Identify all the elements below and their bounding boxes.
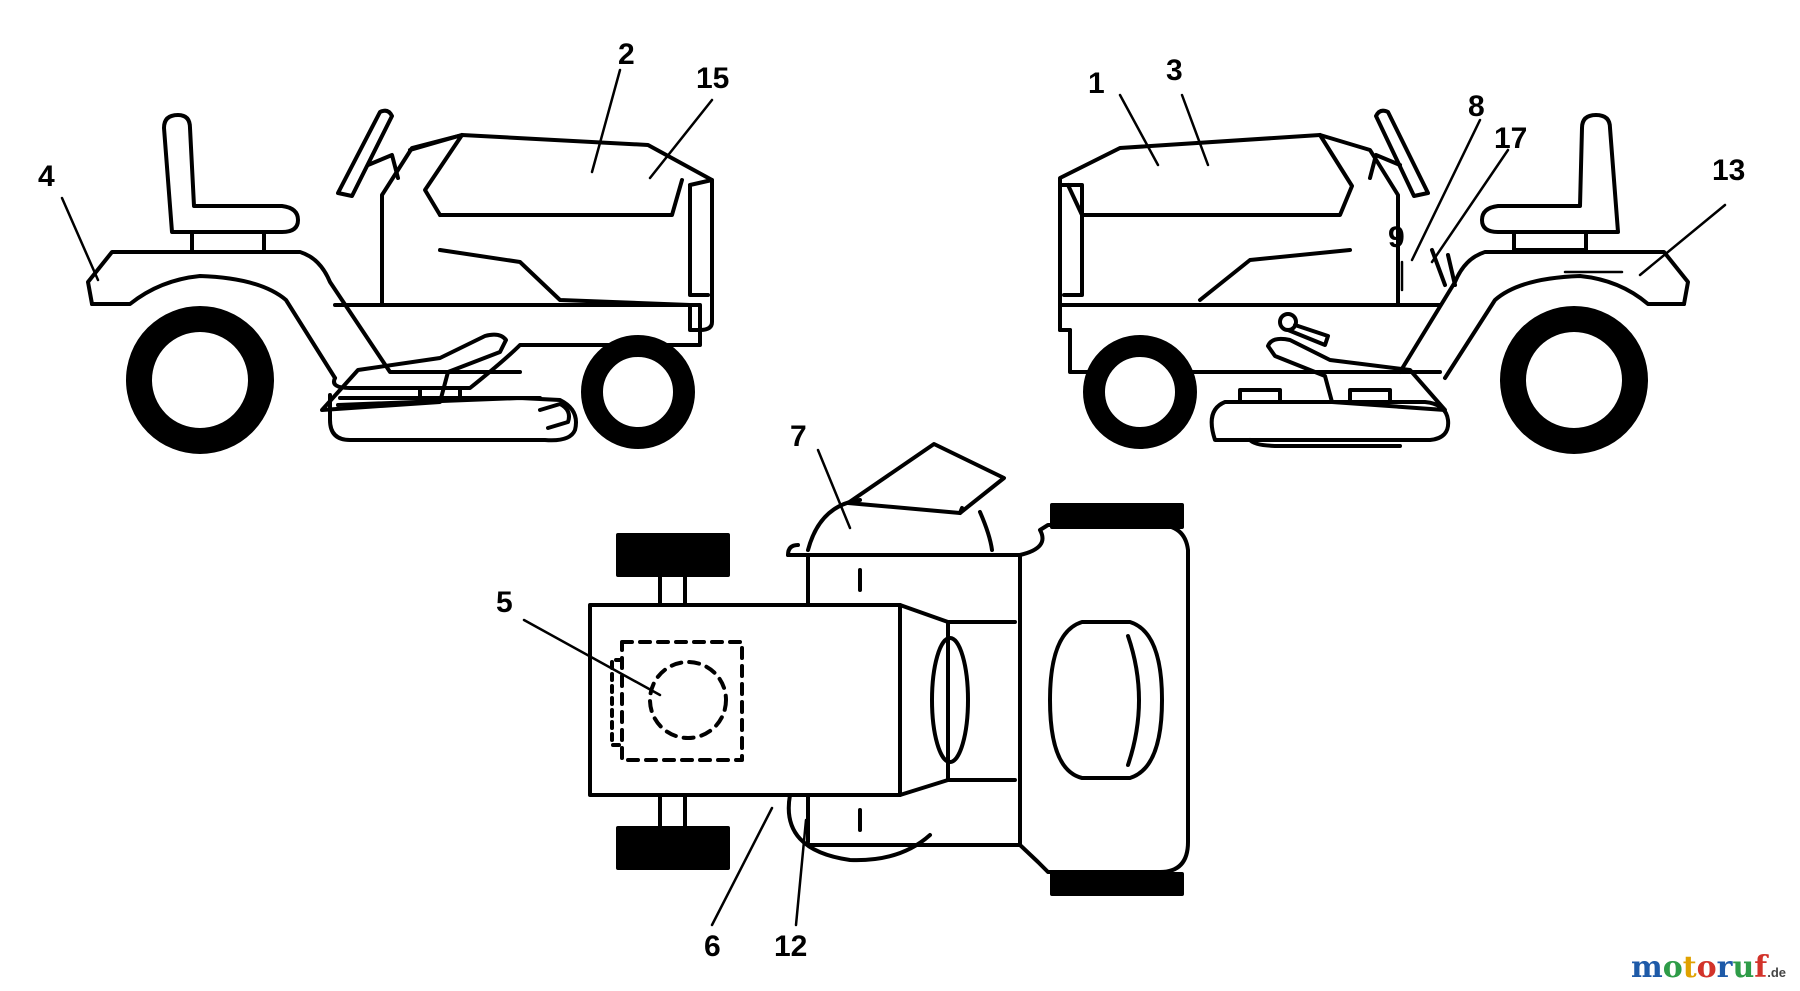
callout-7: 7 — [790, 420, 807, 453]
tractor-left-side-view — [88, 111, 712, 442]
motoruf-watermark: motoruf.de — [1631, 950, 1786, 985]
callout-13: 13 — [1712, 154, 1745, 187]
callout-2: 2 — [618, 38, 635, 71]
callout-12: 12 — [774, 930, 807, 963]
watermark-letter: o — [1696, 950, 1717, 985]
tractor-top-view — [590, 444, 1188, 894]
watermark-suffix: .de — [1767, 965, 1786, 980]
callout-leaders — [62, 70, 1725, 925]
watermark-letter: f — [1754, 950, 1768, 985]
callout-8: 8 — [1468, 90, 1485, 123]
tractor-right-side-view — [1060, 111, 1688, 446]
callout-1: 1 — [1088, 67, 1105, 100]
callout-15: 15 — [696, 62, 729, 95]
callout-4: 4 — [38, 160, 55, 193]
watermark-letter: u — [1732, 950, 1755, 985]
watermark-letter: r — [1716, 950, 1733, 985]
callout-9: 9 — [1388, 221, 1405, 254]
callout-17: 17 — [1494, 122, 1527, 155]
callout-3: 3 — [1166, 54, 1183, 87]
watermark-letter: t — [1682, 950, 1697, 985]
callout-5: 5 — [496, 586, 513, 619]
watermark-letter: m — [1631, 950, 1663, 985]
callout-6: 6 — [704, 930, 721, 963]
watermark-letter: o — [1662, 950, 1683, 985]
callout-labels: 1 2 3 4 5 6 7 8 9 12 13 15 17 — [38, 38, 1745, 963]
